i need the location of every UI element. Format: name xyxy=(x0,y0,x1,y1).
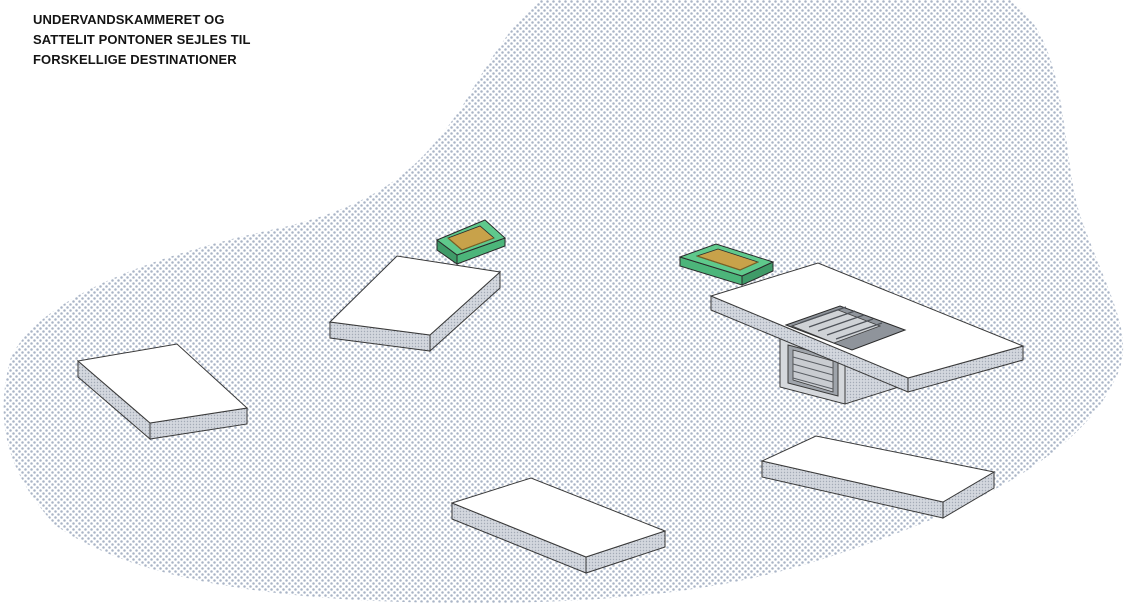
underwater-chamber-pontoon xyxy=(709,262,1025,405)
caption-line-3: FORSKELLIGE DESTINATIONER xyxy=(33,52,237,67)
pontoon-top xyxy=(328,255,502,336)
pontoon-top xyxy=(760,435,996,503)
caption-line-2: SATTELIT PONTONER SEJLES TIL xyxy=(33,32,251,47)
pontoon-top xyxy=(450,477,667,558)
green-boat-right xyxy=(678,243,775,286)
stairwell-opening xyxy=(784,305,907,351)
boat-deck-rim xyxy=(696,255,759,271)
satellite-pontoon-bottom xyxy=(450,477,667,574)
green-boat-left xyxy=(436,219,506,265)
caption-line-1: UNDERVANDSKAMMERET OG xyxy=(33,12,225,27)
satellite-pontoon-center-upper xyxy=(328,255,502,353)
pontoon-top xyxy=(76,343,249,424)
caption-text: UNDERVANDSKAMMERET OG SATTELIT PONTONER … xyxy=(33,10,333,70)
satellite-pontoon-left xyxy=(76,343,249,441)
boat-deck-rim xyxy=(447,237,495,251)
satellite-pontoon-right xyxy=(760,435,996,519)
